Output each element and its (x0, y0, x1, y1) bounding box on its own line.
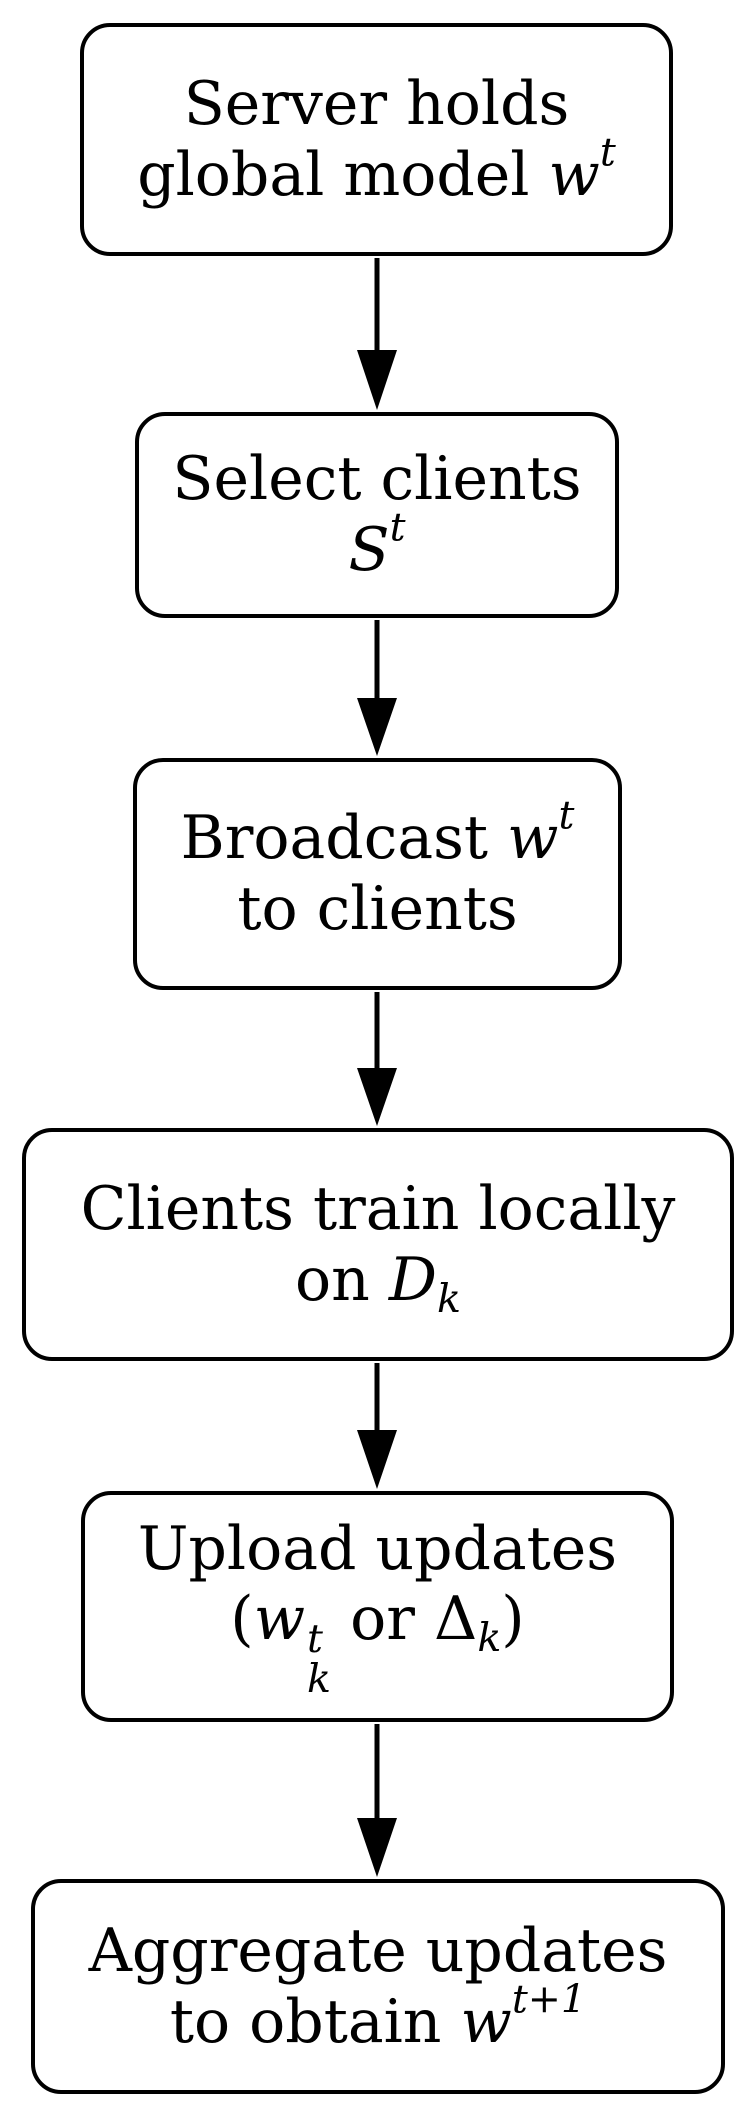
node-5-sub: k (307, 1655, 332, 1702)
node-select-clients: Select clients St (135, 412, 619, 618)
node-3-line-1: Broadcast wt (180, 796, 575, 874)
node-1-line-2: global model wt (137, 132, 616, 211)
node-6-sup: t+1 (511, 1975, 587, 2022)
node-1-line-1: Server holds (183, 68, 570, 139)
node-clients-train-locally: Clients train locally on Dk (22, 1128, 734, 1361)
node-5-line-1: Upload updates (137, 1513, 618, 1584)
node-6-line-2: to obtain wt+1 (169, 1979, 586, 2058)
node-5-close: ) (501, 1584, 525, 1655)
node-6-var: w (460, 1986, 512, 2057)
node-4-sub: k (436, 1275, 461, 1322)
node-4-text: on (295, 1244, 389, 1315)
arrow-5-to-6 (357, 1724, 397, 1877)
node-5-mid: or Δ (331, 1584, 478, 1655)
node-5-open: ( (230, 1584, 254, 1655)
node-aggregate-updates: Aggregate updates to obtain wt+1 (31, 1879, 725, 2094)
arrow-3-to-4 (357, 992, 397, 1126)
node-6-line-1: Aggregate updates (88, 1915, 668, 1986)
node-2-sup: t (389, 504, 406, 551)
arrow-4-to-5 (357, 1363, 397, 1489)
node-4-var: D (388, 1244, 437, 1315)
node-1-var: w (548, 139, 600, 210)
node-5-var: w (253, 1584, 306, 1655)
node-4-line-1: Clients train locally (80, 1173, 676, 1244)
node-3-line-2: to clients (237, 874, 518, 944)
node-1-text: global model (137, 139, 549, 210)
arrow-2-to-3 (357, 620, 397, 756)
node-4-line-2: on Dk (295, 1244, 461, 1319)
arrow-1-to-2 (357, 258, 397, 410)
node-6-text: to obtain (169, 1986, 461, 2057)
node-1-sup: t (599, 128, 616, 175)
node-2-line-2: St (348, 508, 405, 586)
node-2-var: S (348, 515, 390, 585)
node-5-sub2: k (477, 1615, 502, 1662)
node-3-text: Broadcast (180, 803, 508, 874)
node-server-holds-global-model: Server holds global model wt (80, 23, 673, 256)
node-5-sup: t (307, 1616, 323, 1663)
node-3-var: w (507, 803, 559, 874)
node-3-sup: t (558, 792, 575, 839)
node-broadcast-to-clients: Broadcast wt to clients (133, 758, 622, 990)
node-2-line-1: Select clients (172, 444, 582, 515)
